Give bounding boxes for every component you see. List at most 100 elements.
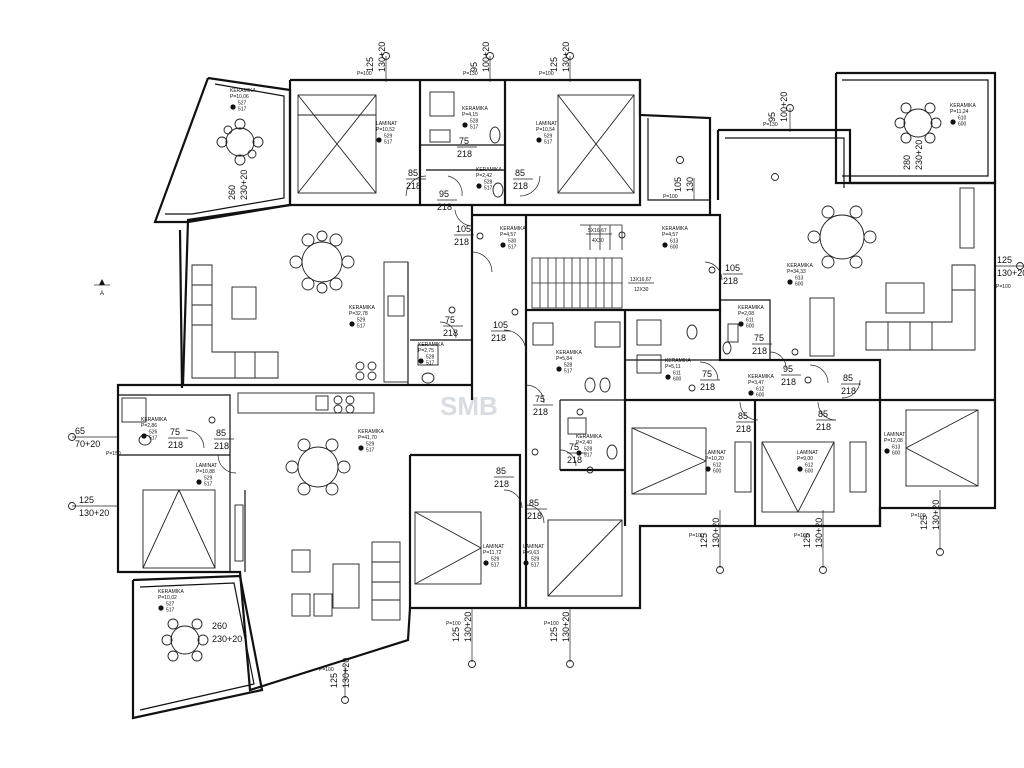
room-code-bottom: 600 <box>892 451 901 457</box>
sill-height-label: P=100 <box>794 533 809 539</box>
room-marker-icon <box>500 242 506 248</box>
room-floor-type: KERAMIKA <box>787 263 814 269</box>
door-width: 95 <box>439 189 449 199</box>
furniture <box>121 91 979 662</box>
door-width: 85 <box>738 411 748 421</box>
door-height: 218 <box>816 422 831 432</box>
stair-risers: 5X16,67 <box>588 228 607 234</box>
door-width: 75 <box>170 427 180 437</box>
door-height: 218 <box>781 377 796 387</box>
room-floor-type: KERAMIKA <box>158 589 185 595</box>
sill-height-label: P=100 <box>663 194 678 200</box>
room-marker-icon <box>349 321 355 327</box>
doors <box>185 175 861 524</box>
window-width: 125 <box>79 495 94 505</box>
room-code-bottom: 517 <box>508 245 517 251</box>
dimension-lines <box>68 52 1024 704</box>
room-code-bottom: 517 <box>564 369 573 375</box>
room-code-top: 612 <box>756 387 765 393</box>
window-width: 125 <box>549 57 559 72</box>
room-area: P=3,47 <box>748 380 764 386</box>
bed-1 <box>297 94 377 194</box>
door-width: 85 <box>529 498 539 508</box>
room-code-bottom: 517 <box>544 140 553 146</box>
room-code-top: 529 <box>544 134 553 140</box>
window-height: 230+20 <box>239 170 249 200</box>
door-height: 218 <box>533 407 548 417</box>
door-width: 85 <box>496 466 506 476</box>
balcony-table-1 <box>216 118 264 166</box>
balcony-table-2 <box>894 102 942 144</box>
room-area: P=9,63 <box>523 550 539 556</box>
window-height: 130+20 <box>561 42 571 72</box>
door-width: 105 <box>493 320 508 330</box>
window-width: 95 <box>469 62 479 72</box>
door-width: 85 <box>515 168 525 178</box>
room-floor-type: KERAMIKA <box>462 106 489 112</box>
window-height: 100+20 <box>779 92 789 122</box>
door-width: 75 <box>535 394 545 404</box>
room-floor-type: KERAMIKA <box>500 226 527 232</box>
room-code-top: 529 <box>366 442 375 448</box>
bed-8 <box>905 409 979 487</box>
window-height: 100+20 <box>481 42 491 72</box>
bath-fixtures <box>121 91 975 562</box>
room-floor-type: LAMINAT <box>884 432 905 438</box>
room-area: P=11,24 <box>950 109 969 115</box>
room-marker-icon <box>376 137 382 143</box>
room-code-bottom: 600 <box>673 377 682 383</box>
room-marker-icon <box>705 466 711 472</box>
room-marker-icon <box>748 390 754 396</box>
window-height: 130+20 <box>377 42 387 72</box>
room-code-top: 612 <box>713 463 722 469</box>
window-width: 125 <box>329 673 339 688</box>
stair-risers: 13X16,67 <box>630 277 652 283</box>
room-marker-icon <box>950 119 956 125</box>
room-code-bottom: 517 <box>384 140 393 146</box>
room-area: P=34,33 <box>787 269 806 275</box>
dining-table-3 <box>807 205 877 269</box>
room-floor-type: KERAMIKA <box>748 374 775 380</box>
room-floor-type: LAMINAT <box>705 450 726 456</box>
dining-table-2 <box>285 438 351 496</box>
room-area: P=10,02 <box>158 595 177 601</box>
room-area: P=32,78 <box>349 311 368 317</box>
room-code-top: 613 <box>670 239 679 245</box>
bed-3 <box>142 489 216 569</box>
room-code-bottom: 517 <box>484 186 493 192</box>
bed-7 <box>761 441 835 513</box>
door-height: 218 <box>443 328 458 338</box>
door-height: 218 <box>454 237 469 247</box>
room-floor-type: LAMINAT <box>536 121 557 127</box>
door-height: 218 <box>457 149 472 159</box>
dining-table-1 <box>289 230 355 294</box>
room-code-top: 528 <box>564 363 573 369</box>
window-width: 125 <box>919 515 929 530</box>
door-width: 75 <box>702 369 712 379</box>
